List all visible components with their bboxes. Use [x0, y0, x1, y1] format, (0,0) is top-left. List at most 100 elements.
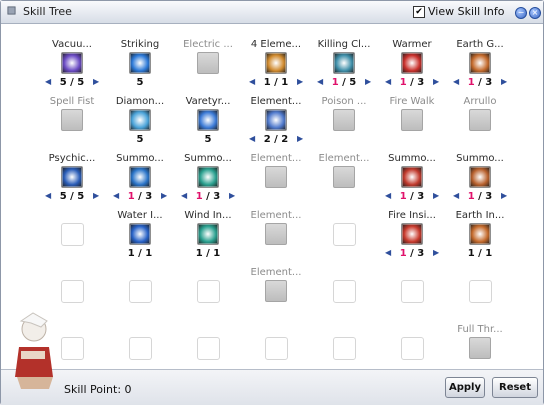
skill-icon[interactable]	[469, 337, 491, 359]
minimize-button[interactable]: −	[515, 7, 527, 19]
level-down-arrow-icon[interactable]: ◀	[181, 191, 188, 200]
skill-cell[interactable]	[242, 316, 310, 377]
skill-cell[interactable]: 4 Eleme...1 / 1◀▶	[242, 31, 310, 92]
skill-icon[interactable]	[197, 52, 219, 74]
skill-cell[interactable]	[106, 316, 174, 377]
skill-icon[interactable]	[129, 223, 151, 245]
level-up-arrow-icon[interactable]: ▶	[365, 77, 372, 86]
skill-cell[interactable]: Summo...1 / 3◀▶	[174, 145, 242, 206]
level-up-arrow-icon[interactable]: ▶	[93, 191, 100, 200]
skill-cell[interactable]: Element...	[242, 259, 310, 320]
skill-cell[interactable]	[310, 259, 378, 320]
skill-icon[interactable]	[129, 166, 151, 188]
skill-cell[interactable]	[106, 259, 174, 320]
skill-icon[interactable]	[129, 109, 151, 131]
skill-cell[interactable]: Psychic...5 / 5◀▶	[38, 145, 106, 206]
skill-cell[interactable]: Spell Fist	[38, 88, 106, 149]
view-skill-info-toggle[interactable]: ✔ View Skill Info	[413, 5, 504, 18]
skill-icon[interactable]	[469, 52, 491, 74]
skill-icon[interactable]	[265, 223, 287, 245]
skill-icon[interactable]	[197, 166, 219, 188]
close-button[interactable]: ×	[529, 7, 541, 19]
skill-icon[interactable]	[61, 166, 83, 188]
skill-cell[interactable]: Water I...1 / 1	[106, 202, 174, 263]
skill-cell[interactable]: Fire Walk	[378, 88, 446, 149]
level-up-arrow-icon[interactable]: ▶	[501, 77, 508, 86]
level-up-arrow-icon[interactable]: ▶	[297, 77, 304, 86]
skill-cell[interactable]	[310, 202, 378, 263]
view-skill-info-checkbox[interactable]: ✔	[413, 5, 425, 18]
skill-cell[interactable]: Arrullo	[446, 88, 514, 149]
level-down-arrow-icon[interactable]: ◀	[45, 77, 52, 86]
level-up-arrow-icon[interactable]: ▶	[433, 191, 440, 200]
title-bar[interactable]: Skill Tree ✔ View Skill Info − ×	[1, 1, 543, 24]
skill-icon[interactable]	[197, 109, 219, 131]
skill-cell[interactable]: Summo...1 / 3◀▶	[106, 145, 174, 206]
level-down-arrow-icon[interactable]: ◀	[317, 77, 324, 86]
skill-cell[interactable]: Vacuu...5 / 5◀▶	[38, 31, 106, 92]
skill-icon[interactable]	[401, 52, 423, 74]
skill-icon[interactable]	[265, 166, 287, 188]
skill-icon[interactable]	[469, 223, 491, 245]
level-down-arrow-icon[interactable]: ◀	[249, 77, 256, 86]
skill-icon[interactable]	[61, 52, 83, 74]
skill-cell[interactable]	[38, 202, 106, 263]
level-up-arrow-icon[interactable]: ▶	[297, 134, 304, 143]
skill-icon[interactable]	[129, 52, 151, 74]
level-up-arrow-icon[interactable]: ▶	[229, 191, 236, 200]
skill-icon[interactable]	[265, 280, 287, 302]
level-down-arrow-icon[interactable]: ◀	[385, 248, 392, 257]
level-down-arrow-icon[interactable]: ◀	[45, 191, 52, 200]
level-down-arrow-icon[interactable]: ◀	[385, 191, 392, 200]
skill-cell[interactable]: Element...	[310, 145, 378, 206]
skill-cell[interactable]	[446, 259, 514, 320]
skill-cell[interactable]: Element...	[242, 202, 310, 263]
level-down-arrow-icon[interactable]: ◀	[113, 191, 120, 200]
skill-cell[interactable]: Element...2 / 2◀▶	[242, 88, 310, 149]
skill-icon[interactable]	[197, 223, 219, 245]
skill-cell[interactable]: Poison ...	[310, 88, 378, 149]
skill-icon[interactable]	[265, 52, 287, 74]
skill-cell[interactable]: Varetyr...5	[174, 88, 242, 149]
reset-button[interactable]: Reset	[492, 377, 538, 398]
skill-cell[interactable]: Fire Insi...1 / 3◀▶	[378, 202, 446, 263]
skill-cell[interactable]: Element...	[242, 145, 310, 206]
skill-cell[interactable]: Earth In...1 / 1	[446, 202, 514, 263]
skill-cell[interactable]: Diamon...5	[106, 88, 174, 149]
level-up-arrow-icon[interactable]: ▶	[433, 248, 440, 257]
skill-cell[interactable]: Wind In...1 / 1	[174, 202, 242, 263]
skill-cell[interactable]	[310, 316, 378, 377]
skill-icon[interactable]	[333, 52, 355, 74]
skill-cell[interactable]	[174, 259, 242, 320]
skill-icon[interactable]	[333, 109, 355, 131]
skill-icon[interactable]	[401, 166, 423, 188]
level-down-arrow-icon[interactable]: ◀	[385, 77, 392, 86]
level-down-arrow-icon[interactable]: ◀	[453, 77, 460, 86]
skill-cell[interactable]	[378, 316, 446, 377]
skill-cell[interactable]: Earth G...1 / 3◀▶	[446, 31, 514, 92]
skill-icon[interactable]	[469, 109, 491, 131]
skill-cell[interactable]: Electric ...	[174, 31, 242, 92]
level-down-arrow-icon[interactable]: ◀	[249, 134, 256, 143]
skill-icon[interactable]	[265, 109, 287, 131]
skill-cell[interactable]	[378, 259, 446, 320]
skill-icon[interactable]	[469, 166, 491, 188]
skill-cell[interactable]	[174, 316, 242, 377]
skill-icon[interactable]	[61, 109, 83, 131]
level-up-arrow-icon[interactable]: ▶	[161, 191, 168, 200]
skill-cell[interactable]: Killing Cl...1 / 5◀▶	[310, 31, 378, 92]
skill-cell[interactable]: Full Thr...	[446, 316, 514, 377]
level-up-arrow-icon[interactable]: ▶	[93, 77, 100, 86]
skill-cell[interactable]: Summo...1 / 3◀▶	[446, 145, 514, 206]
level-up-arrow-icon[interactable]: ▶	[433, 77, 440, 86]
skill-icon[interactable]	[401, 109, 423, 131]
skill-icon[interactable]	[401, 223, 423, 245]
skill-cell[interactable]	[38, 316, 106, 377]
level-down-arrow-icon[interactable]: ◀	[453, 191, 460, 200]
apply-button[interactable]: Apply	[445, 377, 485, 398]
skill-icon[interactable]	[333, 166, 355, 188]
level-up-arrow-icon[interactable]: ▶	[501, 191, 508, 200]
skill-cell[interactable]: Summo...1 / 3◀▶	[378, 145, 446, 206]
